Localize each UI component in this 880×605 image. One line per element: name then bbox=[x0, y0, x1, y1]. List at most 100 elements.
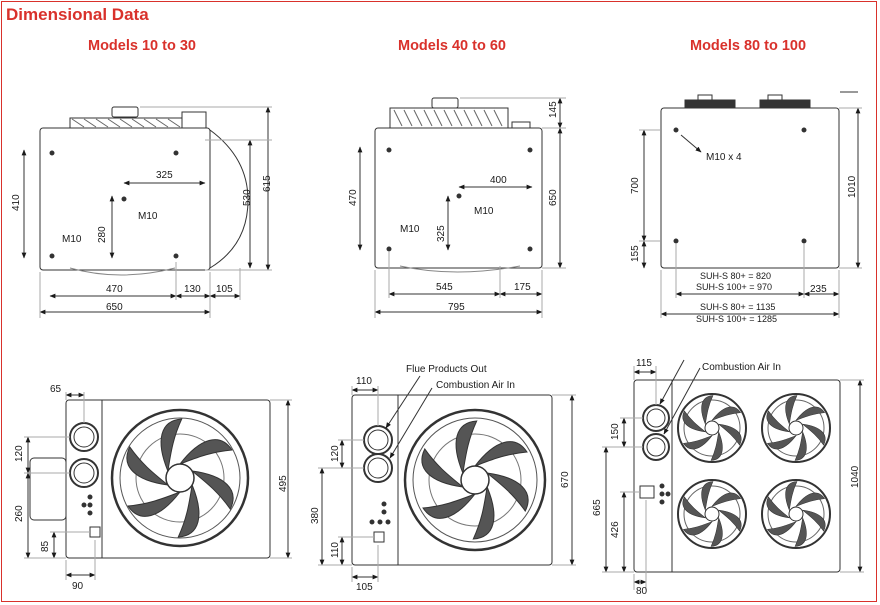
dim-label: 120 bbox=[330, 445, 341, 462]
fan-grille bbox=[759, 99, 811, 109]
extension-lines bbox=[602, 366, 864, 590]
fixing-hole bbox=[527, 246, 533, 252]
unit-body bbox=[660, 107, 840, 269]
dim-label: 665 bbox=[592, 499, 603, 516]
front-view-model-10-30 bbox=[24, 392, 292, 580]
fixing-label: M10 bbox=[62, 234, 82, 245]
fixing-hole bbox=[801, 238, 807, 244]
dim-label: 80 bbox=[636, 586, 648, 597]
model-group-1-title: Models 10 to 30 bbox=[88, 38, 196, 54]
dim-label: 115 bbox=[636, 358, 652, 369]
control-led bbox=[369, 519, 375, 525]
fan-ring-inner bbox=[135, 433, 225, 523]
dim-label: 530 bbox=[242, 189, 253, 206]
fan-hub bbox=[767, 94, 783, 102]
dim-label: 85 bbox=[40, 540, 51, 552]
fixing-label: M10 x 4 bbox=[706, 152, 742, 163]
fan-ring bbox=[119, 417, 241, 539]
control-led bbox=[381, 501, 387, 507]
dim-label: 615 bbox=[262, 175, 273, 192]
dim-label: 545 bbox=[436, 282, 453, 293]
fixing-hole bbox=[386, 147, 392, 153]
fan-hub bbox=[165, 463, 195, 493]
flue-stub bbox=[511, 121, 531, 129]
control-led bbox=[659, 483, 665, 489]
fixing-hole bbox=[456, 193, 462, 199]
size-table-row: SUH-S 100+ = 1285 bbox=[696, 314, 777, 324]
flue-outlet-inner bbox=[646, 408, 666, 428]
fixing-hole bbox=[121, 196, 127, 202]
fan-ring bbox=[412, 417, 538, 543]
dim-label: 90 bbox=[72, 581, 84, 592]
leader-line bbox=[385, 375, 421, 429]
flue-outlet-inner bbox=[367, 429, 389, 451]
fan-hub bbox=[431, 97, 459, 109]
base-curve bbox=[69, 267, 176, 276]
fan-grille-lines bbox=[393, 109, 503, 127]
dim-label: 650 bbox=[548, 189, 559, 206]
fixing-label: M10 bbox=[400, 224, 420, 235]
fixing-hole bbox=[386, 246, 392, 252]
unit-body bbox=[633, 379, 841, 573]
extension-lines bbox=[39, 106, 272, 318]
gas-connection bbox=[373, 531, 385, 543]
dim-label: 1040 bbox=[850, 465, 861, 488]
control-led bbox=[665, 491, 671, 497]
combustion-air-inlet-inner bbox=[646, 437, 666, 457]
dim-label: 130 bbox=[184, 284, 201, 295]
leader-line bbox=[659, 359, 685, 405]
dim-label: 105 bbox=[356, 582, 373, 593]
extension-lines bbox=[24, 392, 292, 580]
control-led bbox=[377, 519, 383, 525]
dim-label: 235 bbox=[810, 284, 827, 295]
dim-label: 795 bbox=[448, 302, 465, 313]
dim-label: 280 bbox=[97, 226, 108, 243]
fan-unit-4 bbox=[761, 478, 831, 550]
fan-unit-1 bbox=[677, 392, 747, 464]
dim-label: 150 bbox=[610, 423, 621, 440]
gas-connection bbox=[639, 485, 655, 499]
control-led bbox=[381, 509, 387, 515]
fan-hub bbox=[697, 94, 713, 102]
fan-guard bbox=[403, 408, 547, 552]
fan-unit-3 bbox=[677, 478, 747, 550]
base-curve bbox=[399, 265, 521, 273]
extension-lines bbox=[639, 107, 862, 318]
top-view-model-40-60 bbox=[357, 97, 566, 318]
size-table-row: SUH-S 100+ = 970 bbox=[696, 282, 772, 292]
flue-outlet-inner bbox=[73, 426, 95, 448]
fixing-hole bbox=[173, 150, 179, 156]
fan-grille bbox=[684, 99, 736, 109]
dim-label: 325 bbox=[156, 170, 173, 181]
fixing-hole bbox=[673, 238, 679, 244]
dim-label: 145 bbox=[548, 101, 559, 118]
size-table-row: SUH-S 80+ = 820 bbox=[700, 271, 771, 281]
combustion-air-label: Combustion Air In bbox=[702, 362, 781, 373]
front-view-model-40-60 bbox=[318, 375, 576, 582]
dim-label: 670 bbox=[560, 471, 571, 488]
fan-unit-2 bbox=[761, 392, 831, 464]
dim-label: 470 bbox=[106, 284, 123, 295]
fixing-hole bbox=[673, 127, 679, 133]
control-led bbox=[659, 499, 665, 505]
fixing-label: M10 bbox=[138, 211, 158, 222]
dim-label: 155 bbox=[630, 245, 641, 262]
combustion-air-inlet-inner bbox=[73, 462, 95, 484]
fan-ring-inner bbox=[428, 433, 522, 527]
dim-label: 400 bbox=[490, 175, 507, 186]
unit-body bbox=[351, 394, 553, 566]
dim-label: 110 bbox=[330, 542, 341, 558]
combustion-air-inlet-inner bbox=[367, 457, 389, 479]
combustion-air-label: Combustion Air In bbox=[436, 380, 515, 391]
flue-stub bbox=[181, 111, 207, 129]
model-group-3-title: Models 80 to 100 bbox=[690, 38, 807, 54]
control-led bbox=[87, 510, 93, 516]
dim-label: 1010 bbox=[847, 175, 858, 198]
leader-line bbox=[663, 367, 701, 435]
dim-label: 260 bbox=[14, 505, 25, 522]
control-led bbox=[81, 502, 87, 508]
dim-label: 410 bbox=[11, 194, 22, 211]
fan-hub bbox=[111, 106, 139, 118]
